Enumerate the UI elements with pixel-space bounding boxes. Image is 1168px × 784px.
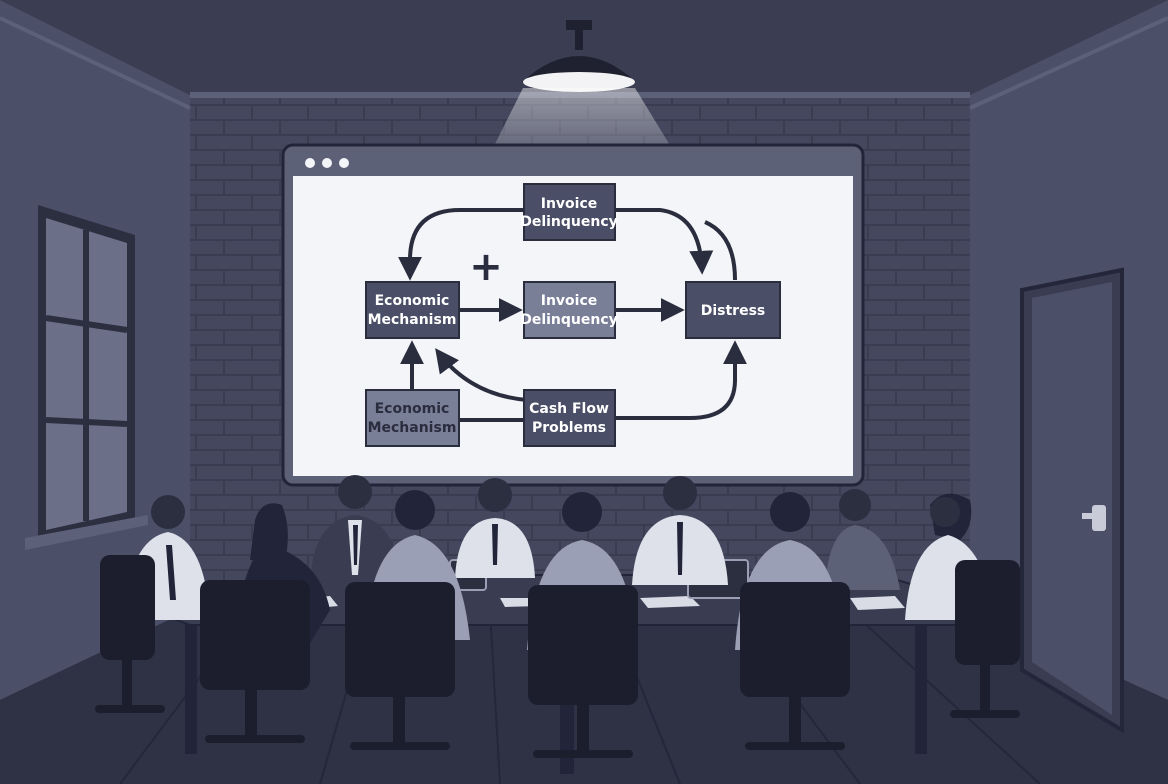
plus-sign: + — [469, 244, 503, 290]
chair — [528, 585, 638, 758]
window-dot-icon — [322, 158, 332, 168]
node-left-mid-line2: Mechanism — [368, 312, 457, 328]
node-left-mid-line1: Economic — [375, 293, 450, 309]
chair — [95, 555, 165, 713]
node-bottom-center-line2: Problems — [532, 420, 606, 436]
person — [310, 475, 400, 585]
node-center-line1: Invoice — [541, 293, 598, 309]
node-right-label: Distress — [701, 303, 766, 319]
node-top: Invoice Delinquency — [520, 183, 618, 241]
arrow-bottom-to-right — [615, 340, 747, 420]
node-top-line1: Invoice — [541, 196, 598, 212]
node-bottom-center-line1: Cash Flow — [529, 401, 609, 417]
node-left-bottom-line2: Mechanism — [368, 420, 457, 436]
ceiling — [0, 0, 1168, 95]
arrow-bottom-to-left — [435, 348, 528, 402]
node-right: Distress — [685, 281, 781, 339]
node-bottom-center: Cash Flow Problems — [523, 389, 616, 447]
arrow-right-loop — [704, 220, 737, 281]
diagram-arrows — [398, 208, 747, 422]
chair — [740, 582, 850, 750]
chair — [345, 582, 455, 750]
node-left-bottom-line1: Economic — [375, 401, 450, 417]
node-center: Invoice Delinquency — [520, 281, 618, 339]
door — [1020, 267, 1124, 734]
node-left-mid: Economic Mechanism — [365, 281, 460, 339]
node-top-line2: Delinquency — [520, 214, 618, 230]
window — [25, 205, 148, 550]
person — [632, 476, 728, 585]
person — [455, 478, 535, 578]
node-center-line2: Delinquency — [520, 312, 618, 328]
chair — [950, 560, 1020, 718]
chair — [200, 580, 310, 743]
door-handle — [1092, 505, 1106, 531]
arrow-top-to-right — [615, 208, 714, 275]
window-dot-icon — [305, 158, 315, 168]
arrow-top-to-left — [398, 208, 524, 281]
person — [825, 489, 900, 590]
window-dot-icon — [339, 158, 349, 168]
person — [905, 493, 995, 620]
node-left-bottom: Economic Mechanism — [365, 389, 460, 447]
